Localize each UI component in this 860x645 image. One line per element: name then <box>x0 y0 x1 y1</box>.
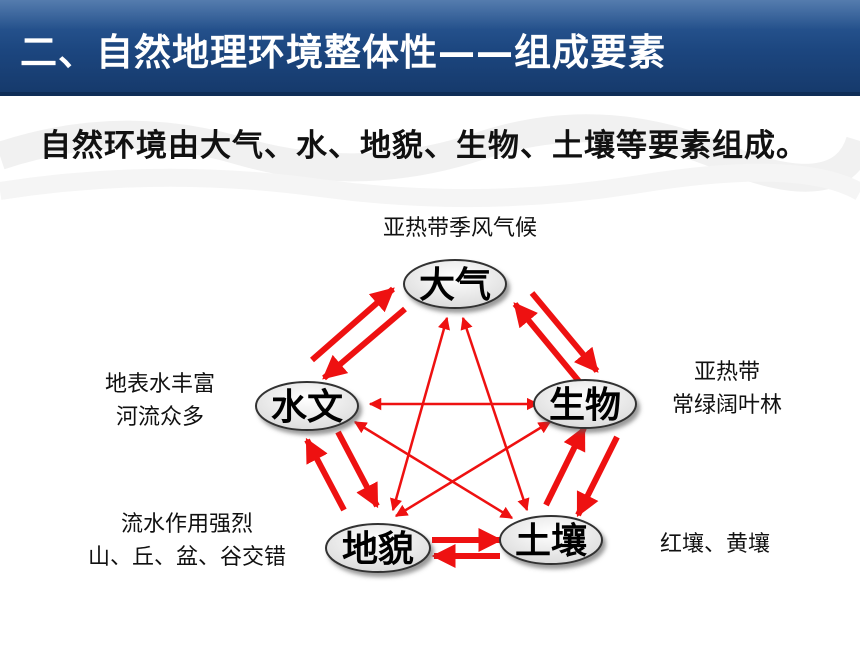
note-atmosphere-text: 亚热带季风气候 <box>382 216 537 241</box>
arrow-atmos-landform <box>390 316 450 512</box>
background-decoration <box>0 114 860 208</box>
arrow-atmos-soil <box>460 316 530 512</box>
note-biology-line2: 常绿阔叶林 <box>671 393 782 418</box>
note-landform-line1: 流水作用强烈 <box>120 512 253 537</box>
outer-arrows <box>304 286 620 568</box>
arrow-landform-to-hydro <box>304 437 347 512</box>
arrow-hydro-to-atmos <box>310 286 395 363</box>
note-biology: 亚热带 常绿阔叶林 <box>642 356 812 422</box>
note-landform: 流水作用强烈 山、丘、盆、谷交错 <box>52 508 322 574</box>
subtitle: 自然环境由大气、水、地貌、生物、土壤等要素组成。 <box>40 128 808 164</box>
page-title: 二、自然地理环境整体性——组成要素 <box>20 31 666 74</box>
header-banner: 二、自然地理环境整体性——组成要素 <box>0 0 860 96</box>
arrow-biology-to-atmos <box>512 302 585 387</box>
arrow-atmos-to-biology <box>529 291 600 373</box>
note-biology-line1: 亚热带 <box>693 360 760 385</box>
arrow-hydro-to-landform <box>335 430 380 509</box>
note-atmosphere: 亚热带季风气候 <box>360 212 560 245</box>
note-hydrology: 地表水丰富 河流众多 <box>70 368 250 434</box>
arrow-biology-to-soil <box>575 435 620 518</box>
node-soil: 土壤 <box>499 515 603 565</box>
arrow-biology-landform <box>394 420 552 518</box>
note-soil-text: 红壤、黄壤 <box>659 532 770 557</box>
note-landform-line2: 山、丘、盆、谷交错 <box>87 545 286 570</box>
node-hydrology-label: 水文 <box>271 387 343 428</box>
arrow-atmos-to-hydro <box>322 306 407 381</box>
note-hydrology-line2: 河流众多 <box>115 405 204 430</box>
node-soil-label: 土壤 <box>515 520 587 562</box>
note-soil: 红壤、黄壤 <box>635 528 795 561</box>
node-biology: 生物 <box>533 379 637 429</box>
node-atmosphere: 大气 <box>403 259 507 309</box>
star-arrows <box>353 316 552 520</box>
node-atmosphere-label: 大气 <box>419 265 491 306</box>
node-landform-label: 地貌 <box>342 529 414 570</box>
note-hydrology-line1: 地表水丰富 <box>104 372 215 397</box>
node-landform: 地貌 <box>325 523 431 573</box>
node-hydrology: 水文 <box>255 381 359 431</box>
arrow-soil-to-biology <box>543 425 587 507</box>
node-biology-label: 生物 <box>549 385 621 426</box>
